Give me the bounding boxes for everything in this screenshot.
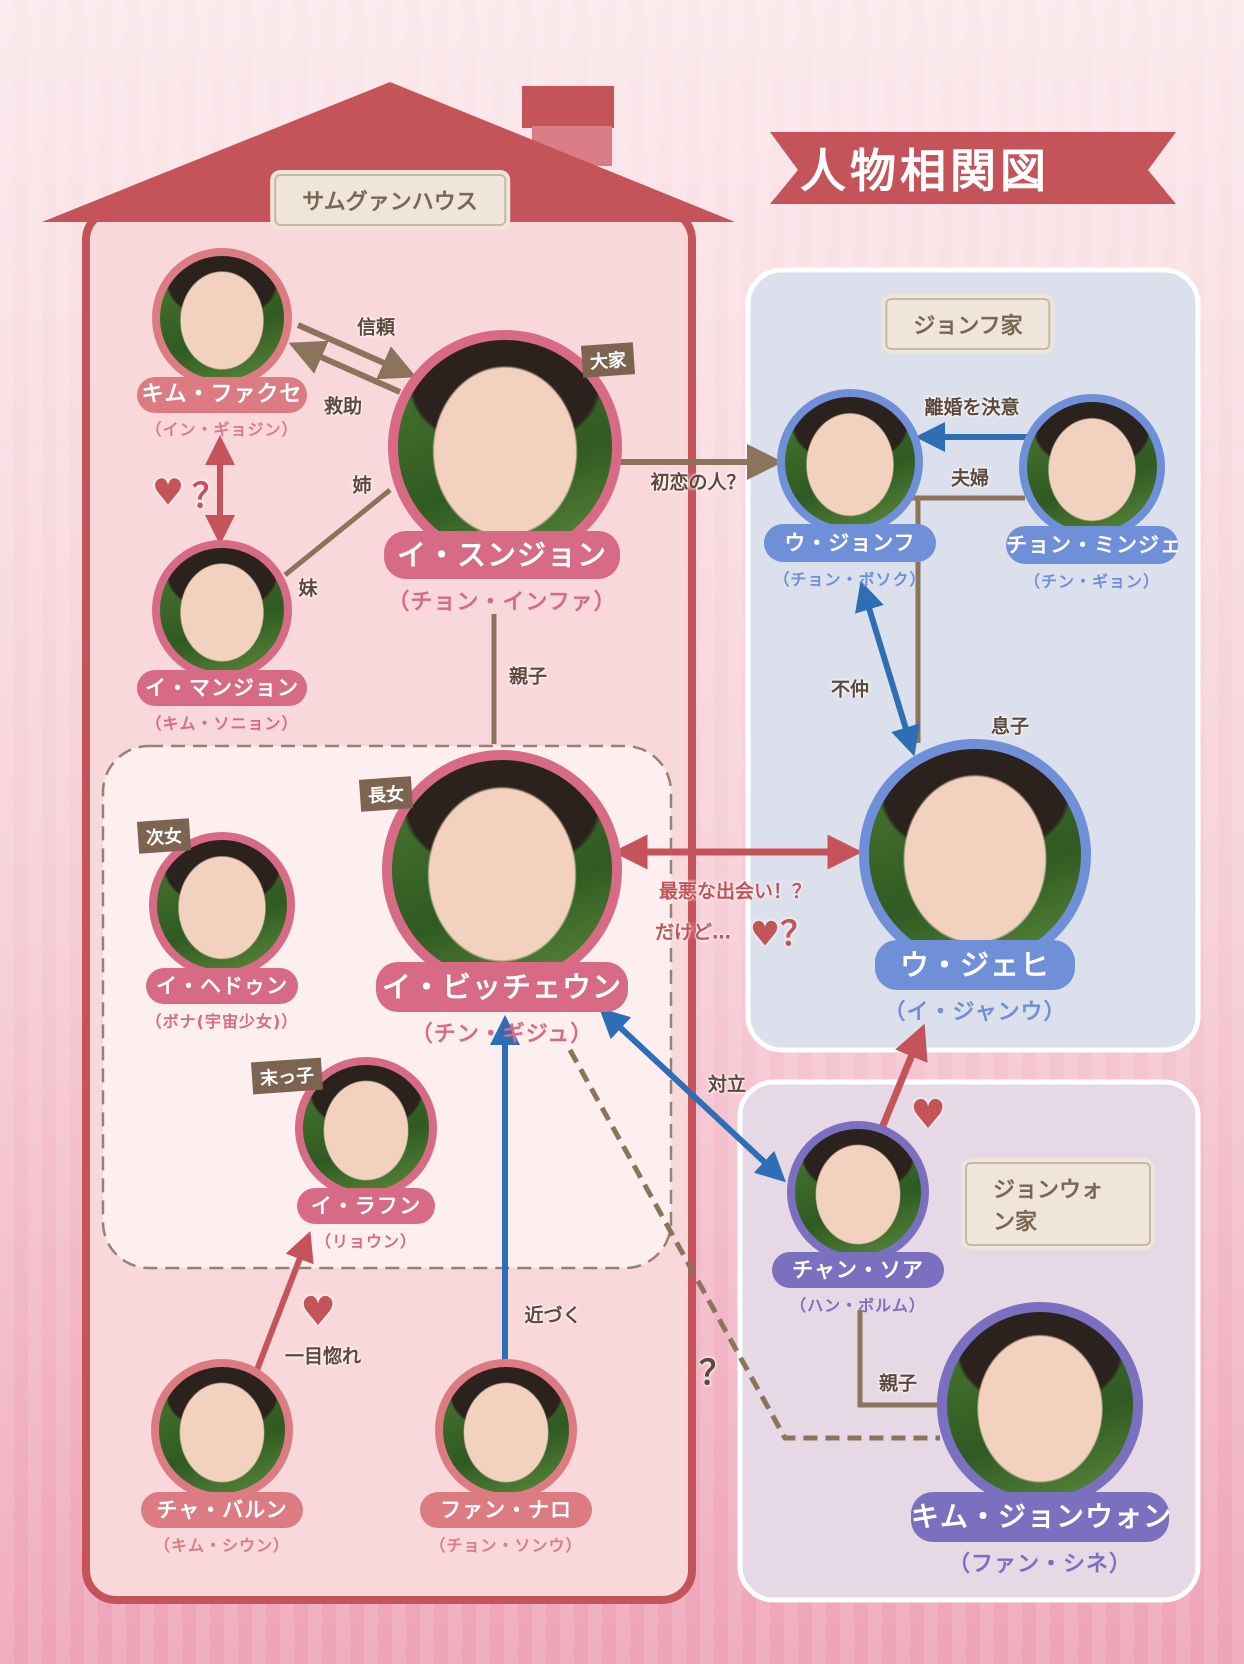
label-first-love: 初恋の人？ — [650, 471, 746, 494]
heart-question-icon: ♥？ — [749, 914, 815, 955]
name-lee-bitchaeun: イ・ビッチェウン — [376, 962, 628, 1012]
name-lee-rahoon: イ・ラフン — [297, 1188, 435, 1224]
actor-lee-seungjeong: （チョン・インファ） — [387, 590, 617, 615]
label-parent-child: 親子 — [508, 665, 548, 688]
label-conflict: 対立 — [707, 1073, 747, 1096]
photo-kim-hwakse[interactable] — [152, 248, 292, 388]
photo-kim-jongwon[interactable] — [937, 1302, 1143, 1508]
photo-lee-manjeong[interactable] — [152, 540, 292, 680]
name-hwang-naro: ファン・ナロ — [420, 1492, 592, 1528]
label-couple: 夫婦 — [950, 467, 990, 490]
label-trust: 信頼 — [356, 316, 396, 339]
actor-lee-bitchaeun: （チン・ギジュ） — [410, 1022, 594, 1047]
actor-jang-soa: （ハン・ボルム） — [790, 1296, 926, 1315]
badge-eldest-daughter: 長女 — [358, 776, 414, 812]
actor-lee-manjeong: （キム・ソニョン） — [145, 714, 299, 733]
label-love-at-first-sight: 一目惚れ — [284, 1345, 362, 1368]
photo-jang-soa[interactable] — [787, 1121, 929, 1263]
photo-jeong-minjae[interactable] — [1019, 394, 1165, 540]
name-lee-seungjeong: イ・スンジョン — [384, 531, 620, 579]
heart-icon: ♥ — [910, 1092, 946, 1138]
name-kim-hwakse: キム・ファクセ — [137, 377, 307, 413]
group-label-house: サムグァンハウス — [274, 174, 506, 226]
photo-lee-haedeun[interactable] — [149, 832, 295, 978]
actor-woo-jaehee: （イ・ジャンウ） — [883, 1000, 1067, 1025]
house-roof — [42, 82, 735, 222]
name-cha-bareun: チャ・バルン — [141, 1492, 303, 1528]
photo-woo-jonghu[interactable] — [777, 389, 923, 535]
actor-kim-jongwon: （ファン・シネ） — [947, 1552, 1133, 1577]
chimney — [522, 86, 614, 128]
name-woo-jonghu: ウ・ジョンフ — [764, 524, 936, 562]
label-divorce: 離婚を決意 — [924, 396, 1020, 419]
photo-hwang-naro[interactable] — [435, 1359, 577, 1501]
label-approach: 近づく — [524, 1304, 582, 1327]
photo-lee-seungjeong[interactable] — [388, 330, 622, 564]
name-lee-haedeun: イ・ヘドゥン — [146, 968, 298, 1004]
page-title: 人物相関図 — [800, 144, 1050, 198]
label-rescue: 救助 — [323, 395, 363, 418]
label-worst-meeting: 最悪な出会い！？ — [658, 880, 812, 903]
badge-second-daughter: 次女 — [136, 818, 192, 854]
label-parent-child-2: 親子 — [878, 1372, 918, 1395]
heart-icon: ♥ — [749, 914, 781, 955]
photo-cha-bareun[interactable] — [151, 1359, 293, 1501]
group-label-jongwon-family: ジョンウォン家 — [965, 1162, 1151, 1246]
question-mark-icon: ？ — [699, 1353, 733, 1394]
badge-youngest: 末っ子 — [250, 1057, 324, 1095]
group-label-jonghu-family: ジョンフ家 — [885, 298, 1051, 350]
name-jeong-minjae: チョン・ミンジェ — [1006, 526, 1181, 564]
name-kim-jongwon: キム・ジョンウォン — [911, 1492, 1171, 1542]
actor-lee-haedeun: （ボナ(宇宙少女)） — [145, 1012, 299, 1031]
actor-lee-rahoon: （リョウン） — [314, 1232, 418, 1251]
heart-icon: ♥ — [151, 472, 185, 514]
actor-woo-jonghu: （チョン・ボソク） — [773, 570, 927, 589]
name-jang-soa: チャン・ソア — [772, 1252, 944, 1288]
badge-landlady: 大家 — [580, 342, 636, 378]
label-son: 息子 — [990, 715, 1030, 738]
actor-hwang-naro: （チョン・ソンウ） — [429, 1536, 583, 1555]
photo-woo-jaehee[interactable] — [859, 739, 1091, 971]
actor-cha-bareun: （キム・シウン） — [153, 1536, 291, 1555]
title-ribbon — [770, 132, 1176, 204]
actor-jeong-minjae: （チン・ギョン） — [1023, 572, 1161, 591]
label-younger-sister: 妹 — [298, 577, 318, 600]
heart-icon: ♥ — [300, 1289, 336, 1335]
label-but: だけど… — [654, 921, 732, 944]
name-lee-manjeong: イ・マンジョン — [137, 670, 307, 706]
photo-lee-bitchaeun[interactable] — [382, 750, 622, 990]
name-woo-jaehee: ウ・ジェヒ — [875, 940, 1075, 990]
question-mark-icon: ？ — [192, 476, 226, 517]
actor-kim-hwakse: （イン・ギョジン） — [145, 420, 299, 439]
label-bad-terms: 不仲 — [830, 678, 870, 701]
label-older-sister: 姉 — [352, 474, 372, 497]
